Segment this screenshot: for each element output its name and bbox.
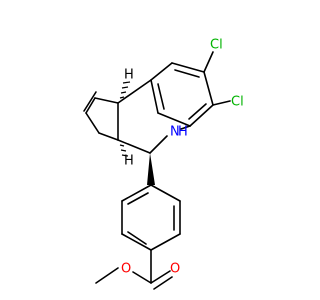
bond	[150, 79, 159, 114]
bond	[149, 135, 168, 154]
stereo-hydrogen-label: H	[124, 154, 134, 169]
bond	[150, 184, 181, 202]
structure-drawing: Cl Cl N H H H O O	[83, 38, 244, 290]
chlorine-label: Cl	[231, 95, 244, 110]
bond	[95, 267, 119, 284]
nh-hydrogen-label: H	[178, 125, 188, 140]
bond-double-inner	[188, 103, 207, 120]
stereo-hydrogen-label: H	[124, 68, 134, 83]
bond	[189, 104, 214, 127]
bond	[212, 100, 231, 106]
bond	[157, 112, 191, 127]
bond-layer	[83, 51, 231, 290]
atom-label-layer: Cl Cl N H H H O O	[121, 38, 244, 277]
bond	[171, 62, 205, 73]
bond	[117, 139, 151, 154]
nitrogen-label: N	[170, 125, 180, 140]
ether-oxygen-label: O	[121, 262, 131, 277]
bond	[150, 62, 173, 81]
bond-double-inner	[127, 231, 147, 245]
chlorine-label: Cl	[210, 38, 223, 53]
bond	[121, 184, 152, 202]
bond	[94, 97, 119, 104]
bond-double-inner	[127, 192, 149, 205]
hashed-bond	[119, 144, 129, 157]
bond	[203, 71, 214, 106]
bond	[203, 51, 214, 73]
bond	[132, 271, 152, 284]
bond	[98, 132, 119, 141]
bond	[85, 112, 100, 134]
bond	[85, 97, 96, 114]
bond-double	[83, 91, 97, 112]
bond	[150, 233, 181, 251]
bond	[180, 125, 191, 130]
molecule-canvas: Cl Cl N H H H O O	[83, 38, 244, 290]
wedge-bond	[147, 153, 155, 185]
bond-double-inner	[157, 83, 165, 110]
bond	[121, 233, 152, 251]
bond	[150, 270, 171, 284]
bond-double	[153, 276, 173, 290]
bond-double-inner	[174, 69, 200, 78]
carbonyl-oxygen-label: O	[170, 262, 180, 277]
bond	[117, 79, 152, 104]
hashed-bond	[119, 81, 131, 99]
